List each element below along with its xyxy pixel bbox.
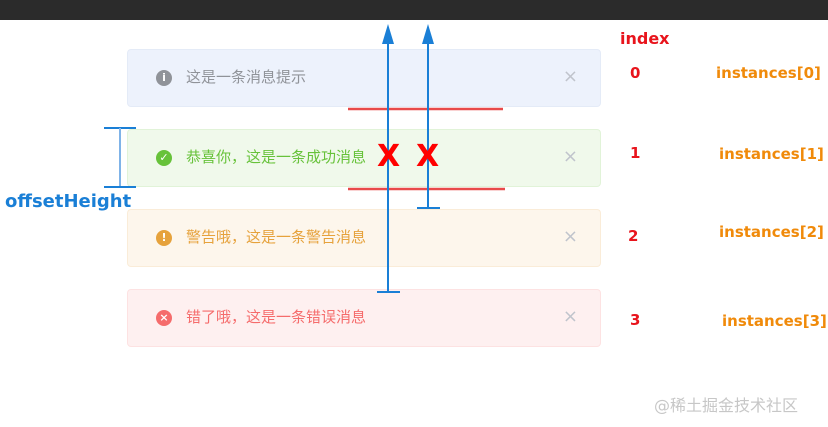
offset-height-label: offsetHeight xyxy=(5,191,132,212)
watermark: @稀土掘金技术社区 xyxy=(654,396,799,415)
error-message-text: 错了哦，这是一条错误消息 xyxy=(186,308,367,326)
instances-2: instances[2] xyxy=(719,223,824,241)
top-bar xyxy=(0,0,828,20)
close-icon[interactable]: × xyxy=(562,146,578,167)
info-message-text: 这是一条消息提示 xyxy=(186,68,307,86)
close-icon[interactable]: × xyxy=(562,306,578,327)
close-icon[interactable]: × xyxy=(562,66,578,87)
x-mark-right: X xyxy=(416,139,440,174)
index-title: index xyxy=(620,29,670,48)
instances-1: instances[1] xyxy=(719,145,824,163)
index-2: 2 xyxy=(628,227,639,245)
arrow-left-head xyxy=(382,24,394,44)
instances-0: instances[0] xyxy=(716,64,821,82)
check-icon: ✓ xyxy=(156,150,172,166)
warning-message-text: 警告哦，这是一条警告消息 xyxy=(186,228,367,246)
info-icon: i xyxy=(156,70,172,86)
instances-3: instances[3] xyxy=(722,312,827,330)
info-message: i 这是一条消息提示 × xyxy=(127,49,601,107)
error-message: × 错了哦，这是一条错误消息 × xyxy=(127,289,601,347)
index-0: 0 xyxy=(630,64,641,82)
index-1: 1 xyxy=(630,144,641,162)
arrow-right-head xyxy=(422,24,434,44)
success-message: ✓ 恭喜你，这是一条成功消息 × xyxy=(127,129,601,187)
close-icon[interactable]: × xyxy=(562,226,578,247)
index-3: 3 xyxy=(630,311,641,329)
warning-message: ! 警告哦，这是一条警告消息 × xyxy=(127,209,601,267)
x-mark-left: X xyxy=(377,139,401,174)
warning-icon: ! xyxy=(156,230,172,246)
success-message-text: 恭喜你，这是一条成功消息 xyxy=(186,148,367,166)
error-icon: × xyxy=(156,310,172,326)
